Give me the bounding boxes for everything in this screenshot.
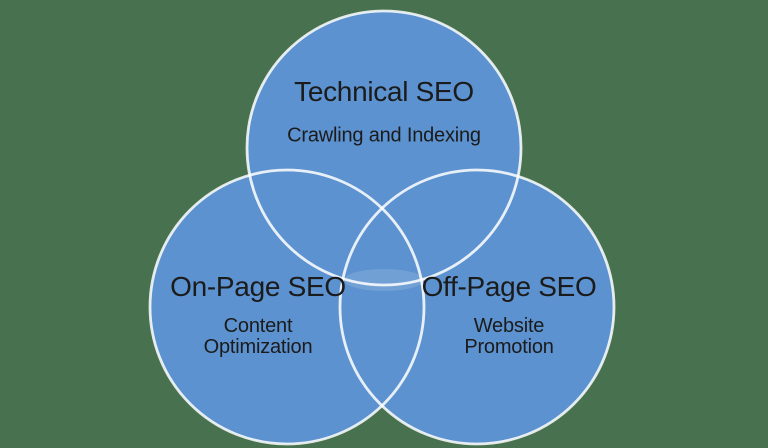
venn-circle-outline-technical-seo — [245, 9, 523, 287]
off-page-seo-sublabel-line-1: Website — [473, 315, 545, 337]
on-page-seo-sublabel: Content Optimization — [204, 316, 313, 358]
off-page-seo-sublabel: Website Promotion — [464, 315, 554, 358]
off-page-seo-sublabel-line-2: Promotion — [464, 336, 554, 358]
technical-seo-label: Technical SEO — [294, 76, 474, 107]
venn-circle-outline-off-page-seo — [338, 168, 616, 446]
on-page-seo-sublabel-line-2: Optimization — [203, 336, 313, 358]
venn-circle-outline-on-page-seo — [148, 168, 426, 446]
venn-circle-off-page-seo — [340, 170, 614, 444]
off-page-seo-label: Off-Page SEO — [421, 271, 597, 302]
on-page-seo-sublabel-line-1: Content — [223, 315, 293, 337]
technical-seo-sublabel: Crawling and Indexing — [287, 124, 481, 147]
venn-circle-on-page-seo — [150, 170, 424, 444]
on-page-seo-label: On-Page SEO — [170, 271, 346, 302]
technical-seo-sublabel-line: Crawling and Indexing — [287, 124, 481, 147]
triple-overlap-highlight — [344, 269, 424, 291]
